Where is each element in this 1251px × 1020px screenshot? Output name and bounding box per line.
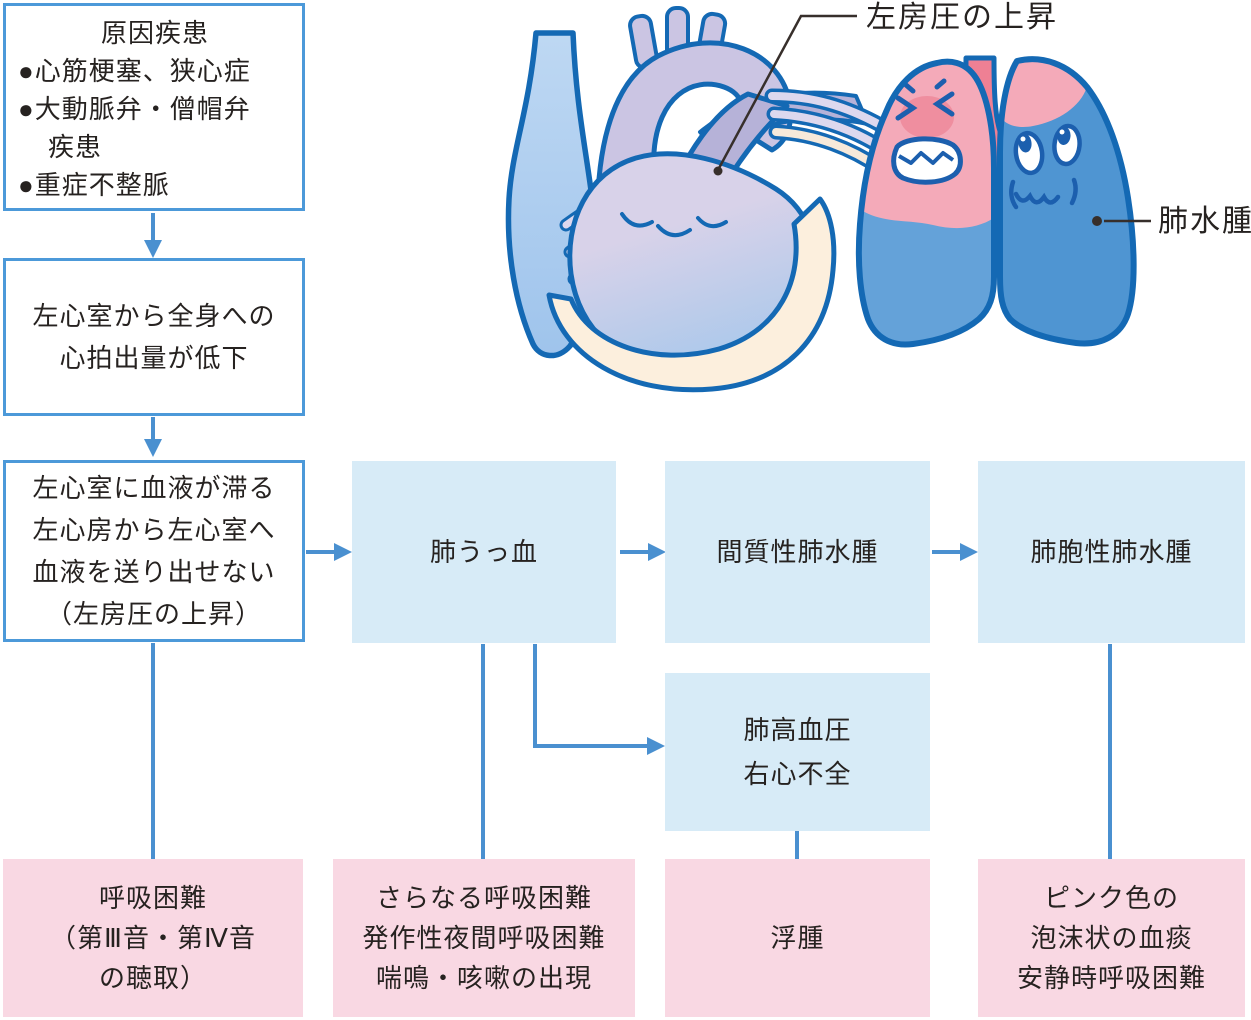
leader-line-la-pressure [713,14,857,176]
alveolar-edema-box: 肺胞性肺水腫 [978,461,1245,643]
label-left-atrial-pressure: 左房圧の上昇 [866,1,1058,34]
causes-item: ●大動脈弁・僧帽弁 [18,94,251,124]
arrowhead [144,439,162,457]
box-text-line: 左心室に血液が滞る [32,473,276,503]
worried-eyes-icon [1013,123,1082,176]
box-text-line: 肺うっ血 [429,537,538,567]
leader-line-lung-edema [1092,216,1151,226]
pericardium-icon [546,196,837,393]
left-lung-fluid [859,210,994,345]
symptom-edema-box: 浮腫 [665,859,930,1017]
box-text-line: 泡沫状の血痰 [1030,923,1193,953]
causes-item-wrap: 疾患 [48,132,103,162]
heart-valves-icon [620,212,728,238]
box-text-line: の聴取） [98,963,207,993]
right-lung-pink-apex [1001,59,1087,127]
pulmonary-congestion-box: 肺うっ血 [352,461,616,643]
elbow-congestion-to-pulmhtn [533,644,649,748]
interstitial-edema-box: 間質性肺水腫 [665,461,930,643]
box-text-line: 発作性夜間呼吸困難 [362,923,606,953]
box-text-line: 左心房から左心室へ [32,515,276,545]
causes-item: ●重症不整脈 [18,170,170,200]
arrowhead [144,240,162,258]
arrowhead [647,737,665,755]
box-text-line: 右心不全 [743,759,852,789]
low-cardiac-output-box: 左心室から全身への 心拍出量が低下 [3,258,305,416]
box-text-line: （第Ⅲ音・第Ⅳ音 [50,923,256,953]
arrowhead [648,543,666,561]
arrowhead [334,543,352,561]
label-lung-edema: 肺水腫 [1158,205,1251,238]
box-text-line: 肺胞性肺水腫 [1030,537,1193,567]
box-text-line: 喘鳴・咳嗽の出現 [375,963,592,993]
pulmonary-hypertension-box: 肺高血圧 右心不全 [665,673,930,831]
box-text-line: 安静時呼吸困難 [1016,963,1206,993]
right-lung-icon [997,56,1137,347]
box-text-line: 間質性肺水腫 [716,537,879,567]
box-text-line: ピンク色の [1043,883,1179,913]
box-text-line: さらなる呼吸困難 [375,883,592,913]
box-text-line: （左房圧の上昇） [45,599,262,629]
blood-stasis-box: 左心室に血液が滞る 左心房から左心室へ 血液を送り出せない （左房圧の上昇） [3,460,305,642]
causes-title: 原因疾患 [100,18,209,48]
symptom-dyspnea-box: 呼吸困難 （第Ⅲ音・第Ⅳ音 の聴取） [3,859,303,1017]
heart-lungs-illustration [505,6,1151,393]
box-text-line: 肺高血圧 [743,715,852,745]
causes-item: ●心筋梗塞、狭心症 [18,56,251,86]
arrowhead [960,543,978,561]
symptom-worsening-box: さらなる呼吸困難 発作性夜間呼吸困難 喘鳴・咳嗽の出現 [333,859,635,1017]
box-text-line: 呼吸困難 [98,883,207,913]
left-lung-icon [855,58,997,348]
box-text-line: 浮腫 [770,923,825,953]
causes-box: 原因疾患 ●心筋梗塞、狭心症 ●大動脈弁・僧帽弁 疾患 ●重症不整脈 [3,3,305,211]
symptom-sputum-box: ピンク色の 泡沫状の血痰 安静時呼吸困難 [978,859,1245,1017]
wavy-mouth-icon [1009,177,1078,210]
box-text-line: 心拍出量が低下 [59,343,249,373]
squeezed-eyes-icon [895,78,955,121]
flow-connectors [144,213,1112,859]
box-text-line: 血液を送り出せない [32,557,276,587]
box-text-line: 左心室から全身への [32,301,276,331]
